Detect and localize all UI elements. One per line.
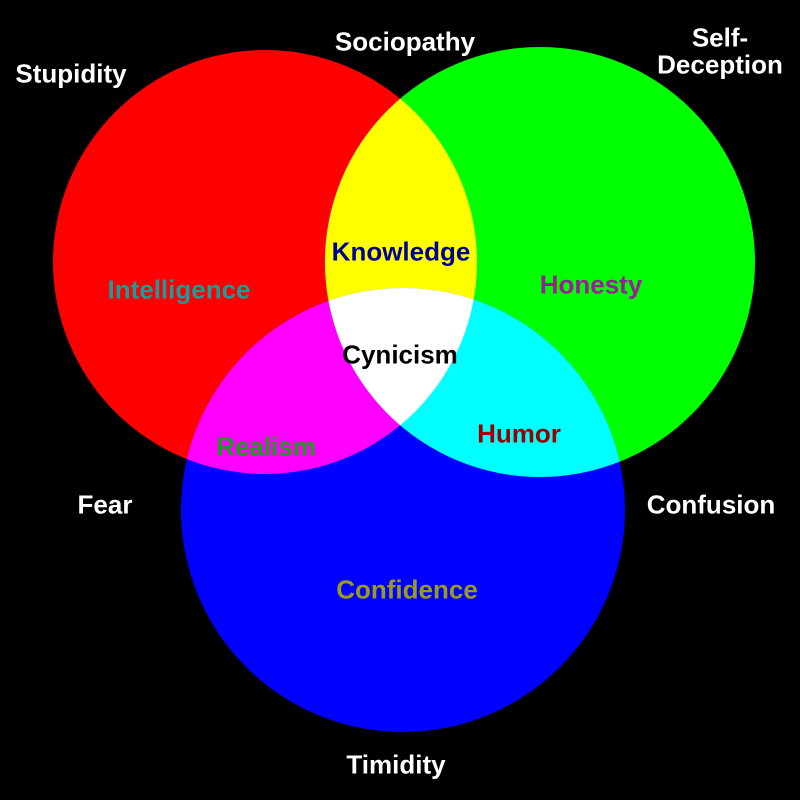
label-sociopathy: Sociopathy: [334, 26, 476, 57]
region-intelligence: Intelligence: [107, 274, 251, 305]
label-fear: Fear: [77, 489, 133, 520]
label-self-deception: Self- Deception: [657, 22, 783, 80]
region-humor: Humor: [477, 418, 561, 449]
label-self-deception-line1: Self-: [691, 22, 749, 53]
region-realism: Realism: [216, 431, 316, 462]
label-stupidity: Stupidity: [15, 58, 127, 89]
label-confusion: Confusion: [646, 489, 776, 520]
magenta-overlap: [181, 288, 477, 474]
region-cynicism: Cynicism: [342, 339, 458, 370]
region-honesty: Honesty: [539, 269, 643, 300]
label-self-deception-line2: Deception: [657, 50, 783, 80]
label-timidity: Timidity: [346, 749, 446, 780]
cyan-overlap: [325, 288, 625, 477]
region-confidence: Confidence: [336, 574, 478, 605]
region-knowledge: Knowledge: [331, 236, 471, 267]
